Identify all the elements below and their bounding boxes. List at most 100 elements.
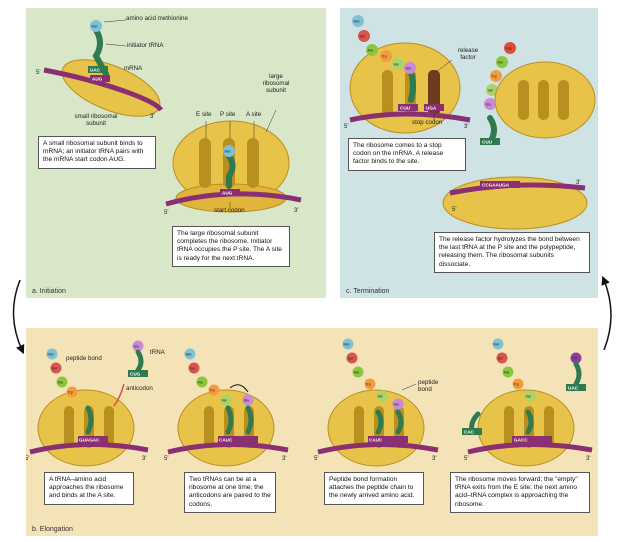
five-prime-b4: 5' [464, 456, 468, 462]
label-trna: tRNA [150, 349, 165, 356]
aa-released-4-text: Val [488, 89, 493, 93]
three-prime-a2: 3' [294, 208, 298, 214]
step1-codons: GUAGAC [79, 438, 100, 443]
aa-term-3-text: Ala [368, 49, 373, 53]
aa-met-text: Met [92, 25, 98, 29]
aa-term-6 [404, 62, 416, 74]
label-large-subunit: large ribosomal subunit [262, 73, 290, 94]
aa-term-1-text: Met [354, 20, 360, 24]
aa-released-1 [504, 42, 516, 54]
mrna-termination [349, 111, 471, 123]
s4-aa4: Trp [514, 383, 519, 387]
anticodon-box [88, 66, 108, 73]
termination-art: CUU UGA Met Ser Ala Trp Val Glu 5' 3' As… [344, 15, 596, 230]
s2-aa4: Trp [210, 389, 215, 393]
aa-met-2 [223, 145, 235, 157]
aa-released-2-text: Ala [498, 61, 503, 65]
aa-term-2-text: Ser [360, 35, 366, 39]
released-anticodon-text: CUU [482, 140, 493, 145]
step3-codons: CAUC [369, 438, 383, 443]
label-initiator-trna: initiator tRNA [127, 42, 164, 49]
label-e-site: E site [196, 111, 212, 118]
s1-aa1: Met [48, 353, 54, 357]
caption-termination-2: The release factor hydrolyzes the bond b… [434, 232, 590, 273]
aa-met [90, 20, 102, 32]
five-prime-b1: 5' [26, 456, 29, 462]
five-prime-a2: 5' [164, 210, 168, 216]
three-prime-b4: 3' [586, 456, 590, 462]
aa-released-3 [490, 70, 502, 82]
label-amino-acid-methionine: amino acid methionine [126, 15, 188, 22]
label-anticodon: anticodon [126, 385, 153, 392]
panel-initiation: UAC AUG Met 5' 3' Met AUG 5' 3' amino ac… [26, 8, 326, 298]
label-stop-codon: stop codon [412, 119, 443, 126]
step4-codons: GACC [514, 438, 528, 443]
s2-aa3: Ala [198, 381, 203, 385]
aa-term-4-text: Trp [382, 55, 387, 59]
mrna-step4 [467, 442, 593, 455]
caption-initiation-1: A small ribosomal subunit binds to mRNA;… [38, 136, 156, 169]
s3-aa4: Trp [366, 383, 371, 387]
s3-aa1: Met [344, 343, 350, 347]
trna-p-site [226, 153, 236, 189]
caption-elongation-3: Peptide bond formation attaches the pept… [324, 472, 424, 505]
mrna-step1 [29, 441, 149, 455]
aa-released-2 [496, 56, 508, 68]
mrna-strand [43, 67, 164, 112]
five-prime-b3: 5' [314, 456, 318, 462]
s4-aa1: Met [494, 343, 500, 347]
aa-term-5 [392, 58, 404, 70]
aa-term-5-text: Val [394, 63, 399, 67]
codon-box [90, 75, 110, 82]
aa-released-5-text: Glu [486, 103, 492, 107]
site-tunnel-1 [382, 70, 393, 116]
s4-aa2: Ser [498, 357, 504, 361]
s4-incoming-anticodon: UAC [568, 386, 579, 391]
s1-aa4: Trp [68, 391, 73, 395]
step2-codons: CAUC [219, 438, 233, 443]
elongation-art: GUAGAC Met Ser Ala Trp Glu CUG 5' 3' CAU… [26, 338, 593, 467]
s2-aa5: Val [222, 399, 227, 403]
three-prime-c2: 3' [576, 180, 580, 186]
s3-aa3: Ala [354, 371, 359, 375]
aa-term-1 [352, 15, 364, 27]
label-release-factor: release factor [457, 47, 479, 61]
three-prime-a1: 3' [150, 114, 154, 120]
aa-released-3-text: Trp [492, 75, 497, 79]
s3-aa5: Val [378, 395, 383, 399]
e-site-tunnel [199, 138, 211, 188]
label-start-codon: start codon [214, 207, 245, 214]
caption-termination-1: The ribosome comes to a stop codon on th… [348, 138, 466, 171]
three-prime-b1: 3' [142, 456, 146, 462]
three-prime-c1: 3' [464, 124, 468, 130]
s3-aa6: Glu [394, 403, 400, 407]
aa-term-6-text: Glu [406, 67, 412, 71]
a-site-tunnel [247, 138, 259, 188]
label-a-site: A site [246, 111, 262, 118]
five-prime-a1: 5' [36, 70, 40, 76]
aa-released-1-text: Asp [506, 47, 512, 51]
codon-cuu-text: CUU [400, 106, 411, 111]
five-prime-b2: 5' [164, 456, 168, 462]
released-trna-anticodon [480, 138, 500, 145]
caption-elongation-4: The ribosome moves forward; the "empty" … [450, 472, 590, 513]
mrna-dissociated-text: CCGAAUGA [482, 183, 510, 188]
exiting-anticodon: CAC [464, 430, 475, 435]
five-prime-c2: 5' [452, 207, 456, 213]
s1-aa-incoming: Glu [134, 345, 140, 349]
initiation-art: UAC AUG Met 5' 3' Met AUG 5' 3' [36, 19, 302, 216]
s4-aa3: Ala [504, 371, 509, 375]
three-prime-b3: 3' [432, 456, 436, 462]
caption-elongation-2: Two tRNAs can be at a ribosome at one ti… [184, 472, 276, 513]
label-small-subunit: small ribosomal subunit [74, 113, 118, 127]
label-peptide-bond-2: peptide bond [418, 379, 439, 393]
s1-anticodon: CUG [130, 372, 141, 377]
panel-label-elongation: b. Elongation [32, 526, 73, 533]
aa-term-4 [380, 50, 392, 62]
aa-met-2-text: Met [225, 150, 231, 154]
label-p-site: P site [220, 111, 236, 118]
arrow-initiation-to-elongation [12, 279, 25, 355]
label-mrna: mRNA [124, 65, 143, 72]
label-peptide-bond-1: peptide bond [66, 355, 102, 362]
arrow-elongation-to-termination [601, 275, 612, 351]
